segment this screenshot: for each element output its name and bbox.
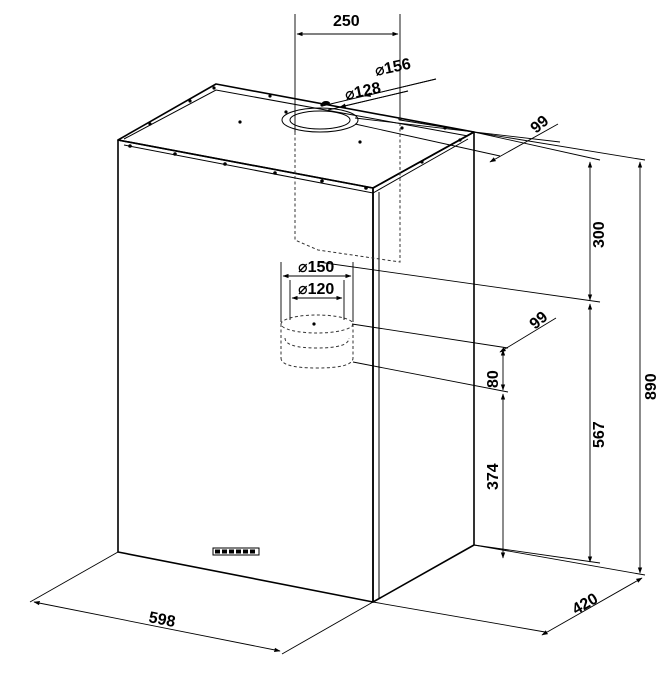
control-panel (212, 547, 260, 556)
side-face (372, 131, 475, 603)
label-top-width: 250 (333, 13, 360, 30)
label-outer-diameter-mid: ⌀150 (298, 259, 334, 276)
dim-inner-diameter-mid (289, 280, 345, 320)
label-top-offset: 99 (528, 113, 553, 138)
hidden-collar (280, 314, 354, 369)
top-outlet-outer (281, 107, 359, 133)
label-chimney-height: 300 (591, 221, 608, 248)
dim-width (29, 551, 374, 655)
dim-outer-diameter-mid (280, 262, 354, 322)
label-collar-height: 80 (485, 370, 502, 388)
label-depth: 420 (570, 590, 602, 618)
label-width: 598 (147, 609, 177, 631)
label-total-height: 890 (643, 373, 660, 400)
top-rim-line (123, 138, 469, 194)
dim-outer-diameter-top (321, 78, 437, 107)
top-outlet-inner (289, 110, 351, 130)
top-rim-back-line (123, 89, 469, 140)
dim-inner-diameter-top (327, 90, 409, 111)
top-face (117, 83, 475, 189)
top-outlet-screw (322, 101, 330, 105)
label-outer-diameter-top: ⌀156 (373, 56, 412, 80)
top-outlet (281, 101, 359, 133)
label-lower-height: 567 (591, 421, 608, 448)
dim-mid-offset (351, 317, 557, 393)
hidden-chimney (294, 118, 401, 263)
label-inner-diameter-mid: ⌀120 (298, 281, 334, 298)
front-face (117, 139, 374, 603)
dim-top-width (294, 14, 401, 132)
label-inner-diameter-top: ⌀128 (343, 80, 382, 104)
right-extension-lines (317, 119, 646, 633)
label-mid-offset: 99 (527, 309, 552, 334)
dim-depth (541, 577, 643, 636)
label-bottom-height: 374 (485, 463, 502, 490)
